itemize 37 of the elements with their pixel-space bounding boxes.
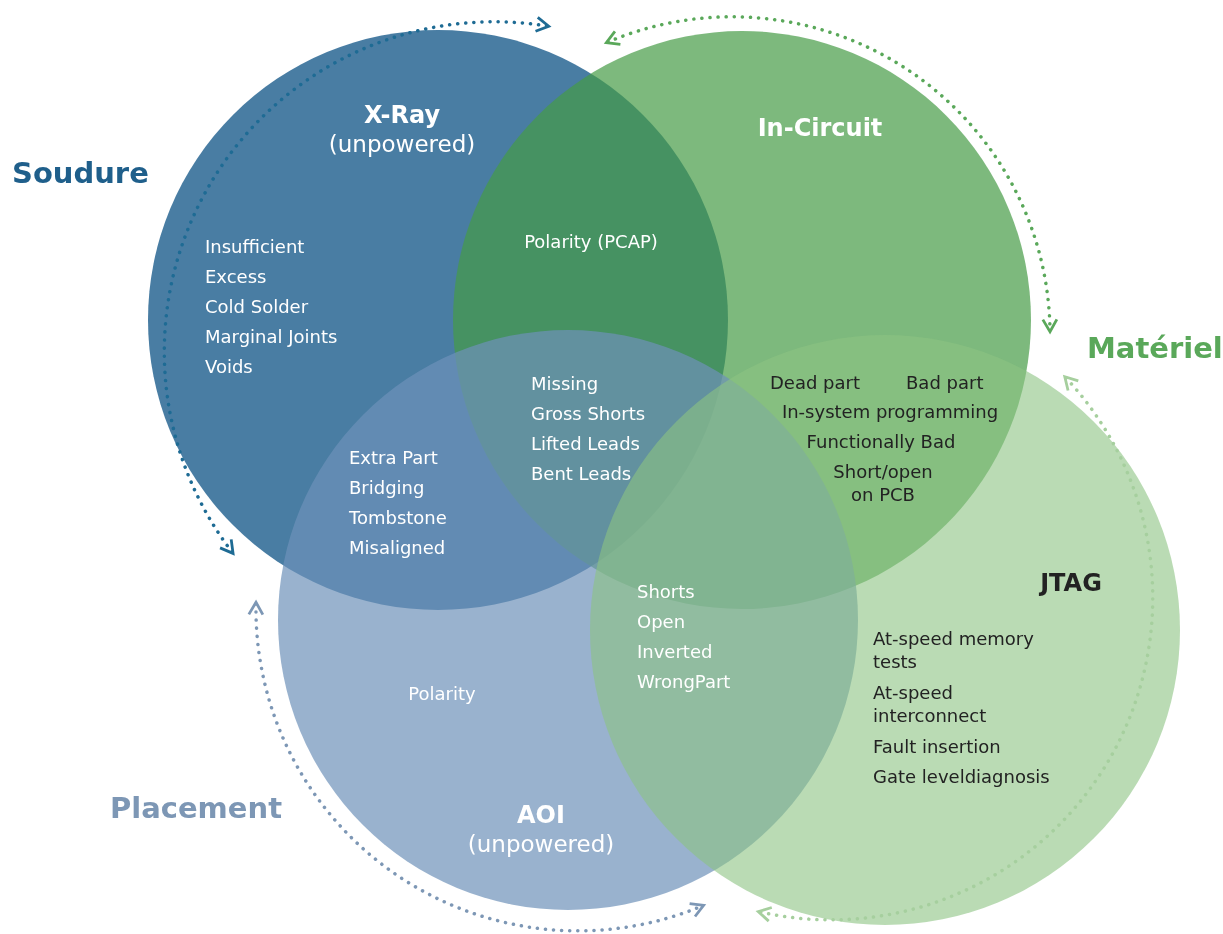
- circle-title: In-Circuit: [757, 113, 883, 143]
- list-item: Functionally Bad: [806, 430, 956, 453]
- list-item: Short/open on PCB: [832, 460, 934, 506]
- circle-title: JTAG: [1040, 568, 1102, 598]
- list-item: Bad part: [906, 371, 984, 394]
- list-item: Lifted Leads: [531, 432, 640, 455]
- group-label: Matériel: [1087, 330, 1223, 366]
- circle-title: X-Ray: [363, 100, 441, 130]
- list-item: Gross Shorts: [531, 402, 646, 425]
- list-item: Missing: [531, 372, 599, 395]
- list-item: In-system programming: [781, 400, 999, 423]
- circle-title: AOI: [517, 800, 565, 830]
- list-item: Misaligned: [349, 536, 446, 559]
- list-item: Insufficient: [205, 235, 305, 258]
- list-item: Marginal Joints: [205, 325, 338, 348]
- list-item: Voids: [205, 355, 253, 378]
- group-label: Soudure: [12, 155, 149, 191]
- list-item: Gate leveldiagnosis: [873, 765, 1050, 788]
- list-item: Bridging: [349, 476, 425, 499]
- group-label: Placement: [110, 790, 283, 826]
- list-item: Inverted: [637, 640, 713, 663]
- list-item: Dead part: [770, 371, 861, 394]
- list-item: Cold Solder: [205, 295, 309, 318]
- list-item: Shorts: [637, 580, 695, 603]
- circle-subtitle: (unpowered): [467, 830, 615, 859]
- circle-subtitle: (unpowered): [328, 130, 476, 159]
- list-item: Extra Part: [349, 446, 438, 469]
- list-item: At-speed interconnect: [873, 681, 988, 727]
- list-item: Open: [637, 610, 686, 633]
- list-item: Polarity: [408, 682, 476, 705]
- list-item: Tombstone: [349, 506, 447, 529]
- list-item: Bent Leads: [531, 462, 632, 485]
- list-item: Fault insertion: [873, 735, 1001, 758]
- list-item: WrongPart: [637, 670, 731, 693]
- list-item: At-speed memory tests: [873, 627, 1035, 673]
- list-item: Excess: [205, 265, 267, 288]
- list-item: Polarity (PCAP): [524, 230, 658, 253]
